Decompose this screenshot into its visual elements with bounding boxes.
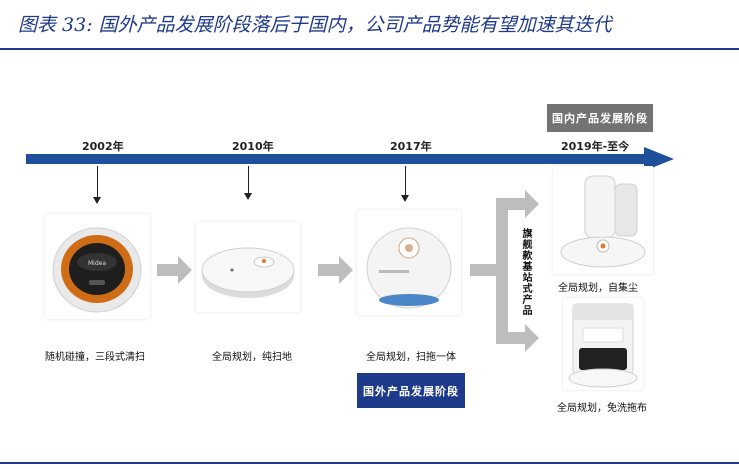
branch-label-flagship-station: 旗舰款基站式产品 bbox=[520, 228, 531, 316]
product-image-mop-washing bbox=[563, 298, 643, 390]
year-label-2019-present: 2019年-至今 bbox=[561, 140, 630, 153]
caption-mop-washing: 全局规划，免洗拖布 bbox=[557, 403, 647, 414]
progress-arrow-1-head bbox=[178, 256, 192, 284]
tick-arrow-2010 bbox=[244, 166, 252, 200]
product-image-self-emptying bbox=[553, 166, 653, 274]
year-label-2002: 2002年 bbox=[82, 140, 124, 153]
caption-sweep-mop: 全局规划，扫拖一体 bbox=[366, 352, 456, 363]
tick-arrow-2017 bbox=[401, 166, 409, 202]
product-image-sweep-mop bbox=[357, 210, 461, 315]
branch-arrow-upper-shaft bbox=[506, 198, 526, 210]
tick-arrow-2002 bbox=[93, 166, 101, 204]
timeline-bar bbox=[26, 154, 646, 164]
product-image-pure-sweeping bbox=[196, 222, 300, 312]
caption-self-emptying: 全局规划，自集尘 bbox=[558, 283, 638, 294]
bottom-rule bbox=[0, 462, 739, 464]
stage-label-foreign: 国外产品发展阶段 bbox=[357, 373, 465, 408]
branch-arrow-vertical bbox=[496, 198, 508, 344]
progress-arrow-2-head bbox=[339, 256, 353, 284]
year-label-2010: 2010年 bbox=[232, 140, 274, 153]
branch-arrow-upper-head bbox=[525, 190, 539, 218]
branch-arrow-lower-head bbox=[525, 324, 539, 352]
stage-label-domestic: 国内产品发展阶段 bbox=[547, 104, 653, 132]
brand-mark: Midea bbox=[88, 260, 106, 267]
figure-title: 图表 33: 国外产品发展阶段落后于国内，公司产品势能有望加速其迭代 bbox=[18, 14, 612, 36]
title-rule bbox=[0, 48, 739, 50]
branch-arrow-stem bbox=[470, 264, 498, 276]
progress-arrow-1-shaft bbox=[157, 264, 179, 276]
year-label-2017: 2017年 bbox=[390, 140, 432, 153]
caption-pure-sweeping: 全局规划，纯扫地 bbox=[212, 352, 292, 363]
caption-random-collision: 随机碰撞，三段式清扫 bbox=[45, 352, 145, 363]
progress-arrow-2-shaft bbox=[318, 264, 340, 276]
product-image-random-collision: Midea bbox=[45, 214, 150, 319]
branch-arrow-lower-shaft bbox=[506, 332, 526, 344]
